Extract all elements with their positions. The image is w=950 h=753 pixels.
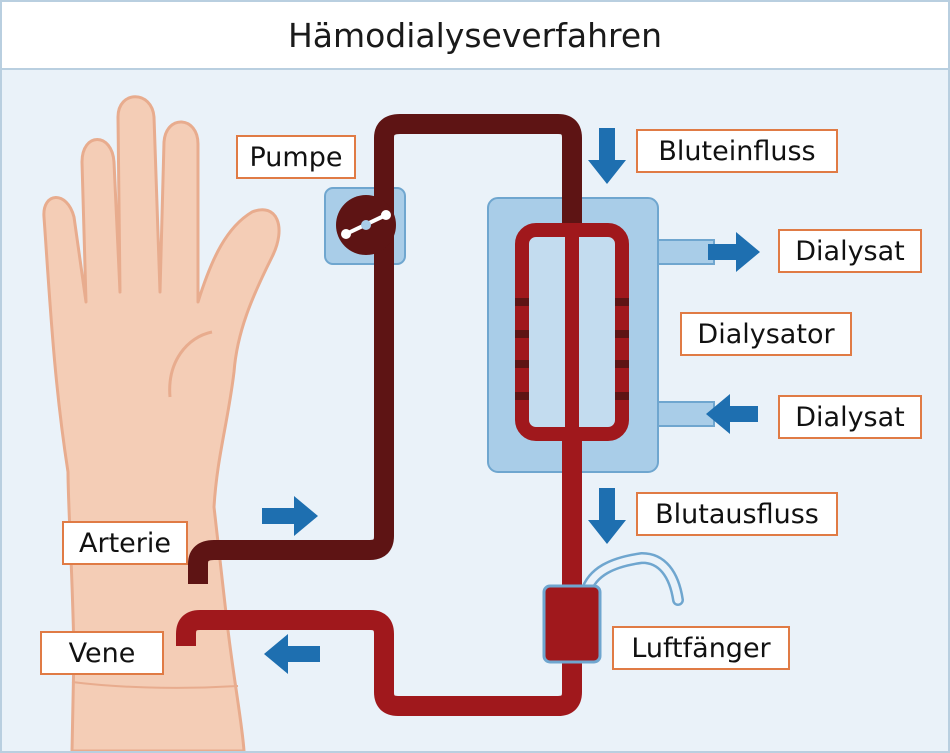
arrow-left-vene — [264, 634, 320, 674]
label-bluteinfluss: Bluteinfluss — [636, 129, 838, 173]
arrow-down-blutausfluss — [588, 488, 626, 544]
flow-arrows — [262, 128, 760, 674]
hand-illustration — [42, 95, 281, 751]
arrow-left-dialysat-in — [706, 394, 758, 434]
dialysate-inlet-pipe — [651, 401, 715, 427]
air-trap-chamber — [542, 584, 602, 664]
label-blutausfluss: Blutausfluss — [636, 492, 838, 536]
arrow-right-arterie — [262, 496, 318, 536]
palm-crease — [168, 330, 213, 398]
arrow-right-dialysat-out — [708, 232, 760, 272]
label-dialysator: Dialysator — [680, 312, 852, 356]
pump-rotor — [336, 195, 396, 255]
label-vene: Vene — [40, 631, 164, 675]
air-trap-vent-tube-inner — [582, 554, 682, 604]
dialysate-outlet-pipe — [651, 239, 715, 265]
arm-palm-shape — [42, 95, 281, 751]
title-bar: Hämodialyseverfahren — [2, 2, 948, 70]
label-dialysat-out: Dialysat — [778, 229, 922, 273]
label-pumpe: Pumpe — [236, 135, 356, 179]
label-dialysat-in: Dialysat — [778, 395, 922, 439]
dialysate-tubing — [651, 239, 715, 427]
arrow-down-bluteinfluss — [588, 128, 626, 184]
label-arterie: Arterie — [62, 521, 188, 565]
label-luftfaenger: Luftfänger — [612, 626, 790, 670]
wrist-crease — [71, 681, 239, 689]
arterial-tube — [188, 114, 582, 584]
venous-tube — [176, 434, 582, 716]
diagram-title: Hämodialyseverfahren — [287, 15, 663, 55]
